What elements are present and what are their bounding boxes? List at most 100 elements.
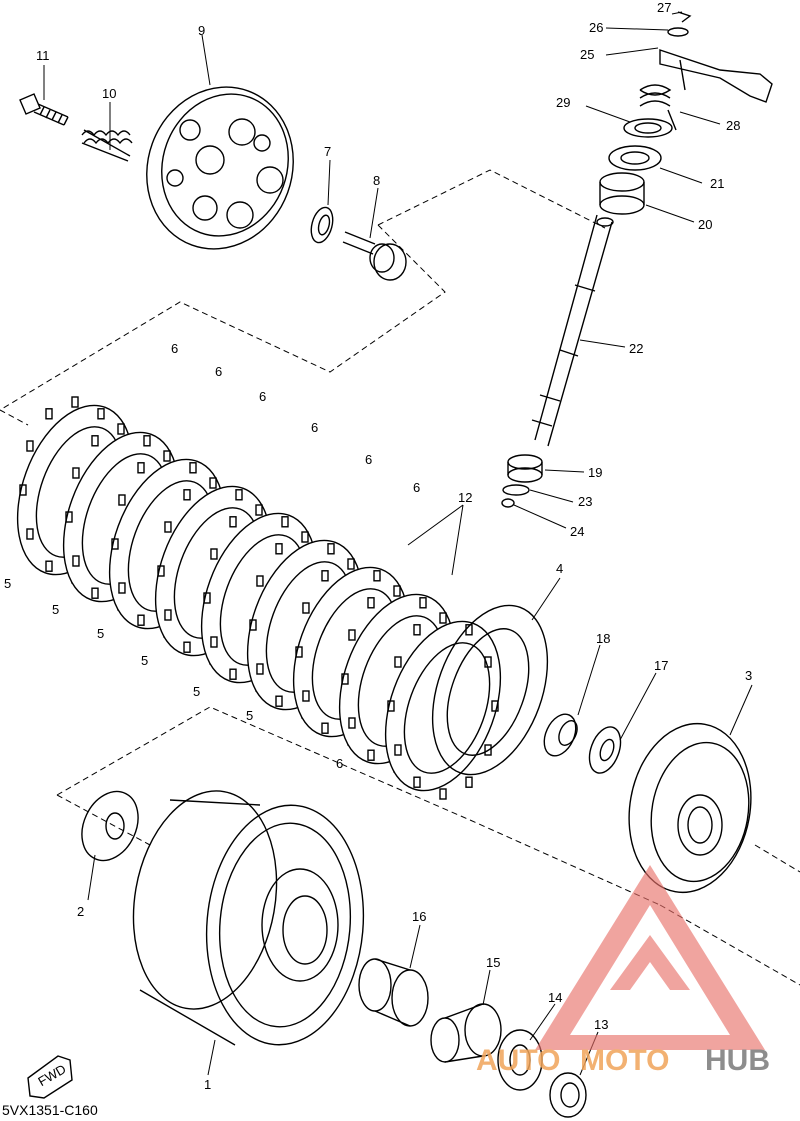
part-20-bearing <box>599 172 645 215</box>
callout-7: 7 <box>324 144 331 159</box>
part-26-washer <box>667 27 689 37</box>
plate-tab <box>19 484 27 496</box>
plate-outer-edge <box>384 620 502 792</box>
plate-tab <box>413 624 421 636</box>
clutch-plate <box>384 612 502 800</box>
callout-6e: 6 <box>365 452 372 467</box>
plate-tab <box>256 663 264 675</box>
plate-tab <box>419 597 427 609</box>
plate-tab <box>203 592 211 604</box>
part-23-washer <box>502 484 530 496</box>
callout-10: 10 <box>102 86 116 101</box>
plate-tab <box>275 695 283 707</box>
plate-tab <box>347 558 355 570</box>
plate-inner-edge <box>403 642 491 774</box>
part-27-clip <box>677 11 692 23</box>
plate-tab <box>321 722 329 734</box>
callout-23: 23 <box>578 494 592 509</box>
part-11-bolt <box>19 93 69 126</box>
callout-labels: 1 2 3 4 5 5 5 5 5 5 6 6 6 6 6 6 6 7 8 9 … <box>4 0 752 1092</box>
callout-28: 28 <box>726 118 740 133</box>
part-19-bearing <box>507 454 543 483</box>
watermark-triangle-logo <box>535 865 765 1050</box>
callout-4: 4 <box>556 561 563 576</box>
plate-tab <box>189 462 197 474</box>
plate-tab <box>137 462 145 474</box>
plate-tab <box>367 597 375 609</box>
plate-tab <box>72 467 80 479</box>
callout-5d: 5 <box>141 653 148 668</box>
callout-27: 27 <box>657 0 671 15</box>
plate-tab <box>91 587 99 599</box>
callout-11: 11 <box>36 48 50 63</box>
callout-24: 24 <box>570 524 584 539</box>
plate-tab <box>413 776 421 788</box>
callout-3: 3 <box>745 668 752 683</box>
callout-8: 8 <box>373 173 380 188</box>
plate-tab <box>118 494 126 506</box>
plate-tab <box>26 528 34 540</box>
plate-tab <box>157 565 165 577</box>
part-8-push-rod <box>342 231 407 281</box>
plate-tab <box>45 560 53 572</box>
plate-tab <box>209 477 217 489</box>
plate-tab <box>327 543 335 555</box>
callout-12: 12 <box>458 490 472 505</box>
part-28-spring <box>639 84 677 131</box>
plate-tab <box>321 570 329 582</box>
callout-21: 21 <box>710 176 724 191</box>
plate-tab <box>72 555 80 567</box>
plate-tab <box>394 744 402 756</box>
callout-16: 16 <box>412 909 426 924</box>
callout-19: 19 <box>588 465 602 480</box>
plate-tab <box>143 435 151 447</box>
callout-5b: 5 <box>52 602 59 617</box>
plate-tab <box>295 646 303 658</box>
plate-tab <box>117 423 125 435</box>
plate-tab <box>491 700 499 712</box>
plate-tab <box>439 788 447 800</box>
part-9-pressure-plate <box>146 86 294 250</box>
part-16-needle-bearing <box>358 958 429 1027</box>
plate-tab <box>235 489 243 501</box>
callout-5a: 5 <box>4 576 11 591</box>
plate-tab <box>387 700 395 712</box>
callout-6c: 6 <box>259 389 266 404</box>
callout-26: 26 <box>589 20 603 35</box>
plate-tab <box>373 570 381 582</box>
plate-tab <box>183 489 191 501</box>
watermark-text-auto: AUTO <box>476 1044 560 1077</box>
part-10-spring <box>81 129 133 162</box>
plate-tab <box>45 408 53 420</box>
plate-tab <box>393 585 401 597</box>
watermark-text-moto: MOTO <box>580 1044 669 1077</box>
callout-5e: 5 <box>193 684 200 699</box>
callout-14: 14 <box>548 990 562 1005</box>
callout-17: 17 <box>654 658 668 673</box>
callout-25: 25 <box>580 47 594 62</box>
plate-tab <box>302 602 310 614</box>
plate-tab <box>183 641 191 653</box>
plate-tab <box>302 690 310 702</box>
plate-tab <box>255 504 263 516</box>
callout-13: 13 <box>594 1017 608 1032</box>
callout-2: 2 <box>77 904 84 919</box>
callout-20: 20 <box>698 217 712 232</box>
part-15-collar <box>430 1003 502 1063</box>
part-17-lock-washer <box>588 726 622 774</box>
part-2-thrust-washer <box>81 790 139 862</box>
part-13-nut <box>549 1072 587 1118</box>
friction-and-steel-plates <box>16 396 502 800</box>
callout-29: 29 <box>556 95 570 110</box>
part-14-washer <box>497 1029 543 1091</box>
part-25-lever <box>659 49 773 103</box>
plate-tab <box>137 614 145 626</box>
plate-tab <box>394 656 402 668</box>
plate-tab <box>256 575 264 587</box>
part-22-push-shaft <box>531 214 614 447</box>
callout-6g: 6 <box>336 756 343 771</box>
callout-15: 15 <box>486 955 500 970</box>
plate-tab <box>71 396 79 408</box>
plate-tab <box>111 538 119 550</box>
